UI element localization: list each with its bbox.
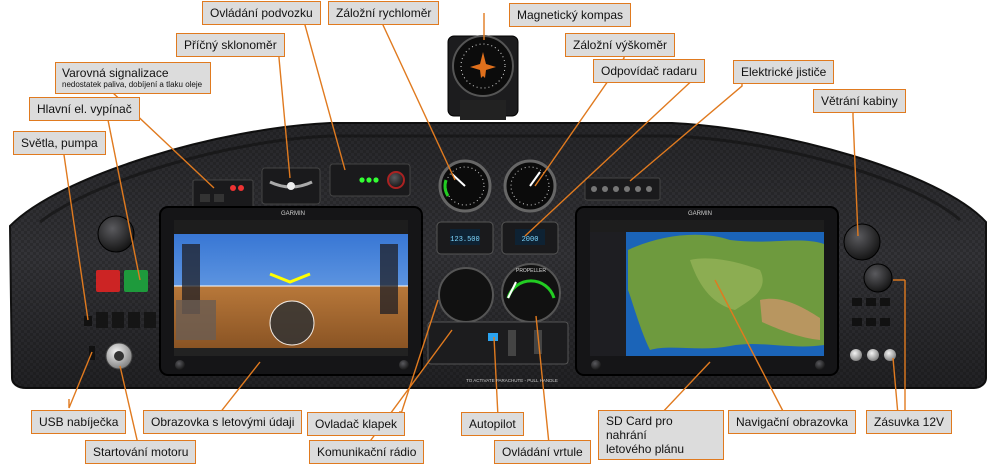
label-com-radio: Komunikační rádio bbox=[309, 440, 425, 464]
pfd-screen-bezel bbox=[159, 206, 423, 376]
circuit-breaker-strip bbox=[584, 177, 661, 201]
label-sd-card-line2: letového plánu bbox=[606, 442, 685, 456]
label-warning-lights-detail: nedostatek paliva, dobíjení a tlaku olej… bbox=[62, 80, 203, 89]
label-master-switch: Hlavní el. vypínač bbox=[29, 97, 140, 121]
label-pfd-screen: Obrazovka s letovými údaji bbox=[143, 410, 303, 434]
garmin-logo-left: GARMIN bbox=[281, 211, 305, 217]
label-autopilot: Autopilot bbox=[461, 412, 524, 436]
label-engine-start: Startování motoru bbox=[85, 440, 197, 464]
label-flaps-control: Ovladač klapek bbox=[307, 412, 406, 436]
label-12v-socket: Zásuvka 12V bbox=[866, 410, 953, 434]
label-cabin-ventilation: Větrání kabiny bbox=[813, 89, 906, 113]
label-sd-card: SD Card pro nahrání letového plánu bbox=[598, 410, 724, 460]
com-frequency: 123.500 bbox=[450, 236, 479, 244]
label-backup-airspeed: Záložní rychloměr bbox=[328, 1, 440, 25]
gear-control-unit bbox=[329, 163, 411, 197]
parachute-note: TO ACTIVATE PARACHUTE - PULL HANDLE bbox=[466, 378, 558, 383]
label-warning-lights-title: Varovná signalizace bbox=[62, 66, 169, 80]
label-lights-pump: Světla, pumpa bbox=[13, 131, 106, 155]
label-sd-card-line1: SD Card pro nahrání bbox=[606, 414, 673, 442]
navigation-screen-bezel bbox=[575, 206, 839, 376]
label-usb-charger: USB nabíječka bbox=[31, 410, 127, 434]
label-propeller-control: Ovládání vrtule bbox=[494, 440, 591, 464]
propeller-caption: PROPELLER bbox=[516, 268, 546, 274]
label-transponder: Odpovídač radaru bbox=[593, 59, 706, 83]
label-circuit-breakers: Elektrické jističe bbox=[733, 60, 835, 84]
inclinometer-unit bbox=[261, 167, 321, 205]
label-inclinometer: Příčný sklonoměr bbox=[176, 33, 285, 57]
label-warning-lights: Varovná signalizace nedostatek paliva, d… bbox=[55, 62, 211, 94]
label-magnetic-compass: Magnetický kompas bbox=[509, 3, 632, 27]
right-side-controls bbox=[843, 223, 896, 361]
label-navigation-screen: Navigační obrazovka bbox=[728, 410, 857, 434]
garmin-logo-right: GARMIN bbox=[688, 211, 712, 217]
transponder-code: 2000 bbox=[522, 236, 539, 244]
label-gear-control: Ovládání podvozku bbox=[202, 1, 321, 25]
magnetic-compass-unit bbox=[447, 35, 519, 120]
label-backup-altimeter: Záložní výškoměr bbox=[565, 33, 676, 57]
center-instrument-stack bbox=[427, 159, 569, 365]
warning-lights-module bbox=[192, 179, 254, 209]
